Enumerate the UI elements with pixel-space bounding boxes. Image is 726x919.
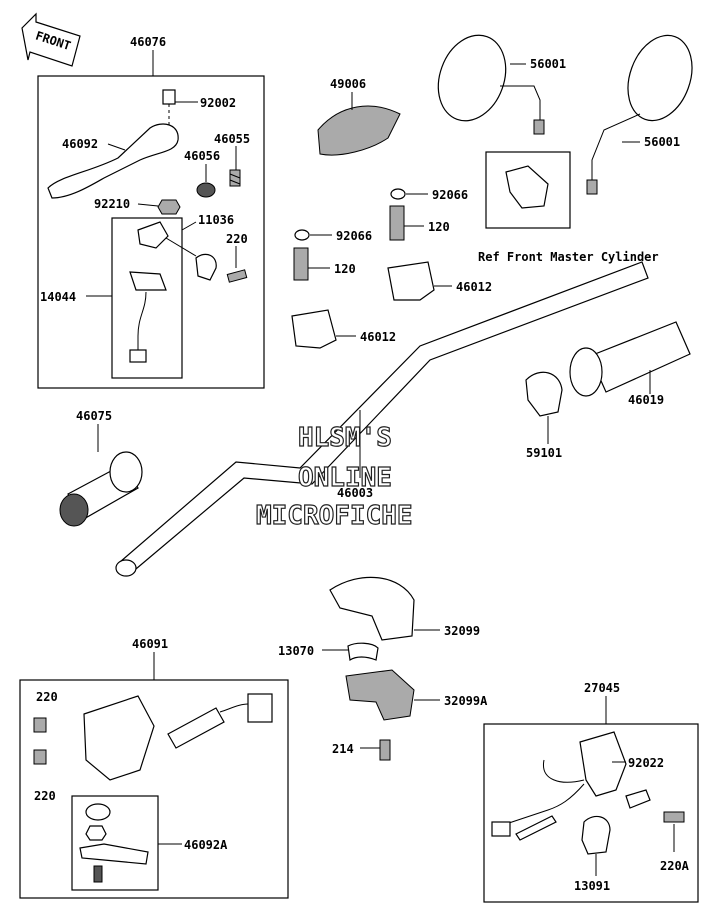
- callout-120-upper: 120: [428, 220, 450, 234]
- switch-nut: [85, 825, 107, 841]
- band-13070: [347, 642, 379, 662]
- washer-92066-lower: [294, 229, 310, 241]
- switch-screw: [93, 865, 103, 883]
- callout-13091: 13091: [574, 879, 610, 893]
- switch-cable: [167, 707, 225, 749]
- clutch-lever-46092: [47, 123, 179, 199]
- mirror-left-56001: [437, 34, 545, 135]
- mirror-right-56001: [586, 34, 693, 195]
- callout-46076: 46076: [130, 35, 166, 49]
- callout-14044: 14044: [40, 290, 76, 304]
- callout-92002: 92002: [200, 96, 236, 110]
- bolt-120-upper: [389, 205, 405, 241]
- front-arrow-badge: FRONT: [21, 12, 81, 67]
- cable-sleeve: [515, 815, 557, 841]
- switch-housing-27045: [579, 731, 627, 797]
- lever-assembly-box: [37, 75, 265, 389]
- screw-220-lower-left: [33, 749, 47, 765]
- callout-46012-lower: 46012: [360, 330, 396, 344]
- switch-collar: [85, 803, 111, 821]
- callout-92022: 92022: [628, 756, 664, 770]
- holder-46012-upper: [387, 261, 435, 301]
- handlebar-46003: [119, 261, 649, 575]
- callout-46055: 46055: [214, 132, 250, 146]
- watermark-line3: MICROFICHE: [256, 501, 413, 531]
- callout-11036: 11036: [198, 213, 234, 227]
- ref-master-cylinder-box: [485, 151, 571, 229]
- watermark-line1: HLSM'S: [298, 423, 392, 453]
- callout-13070: 13070: [278, 644, 314, 658]
- nut-92210: [157, 199, 181, 215]
- callout-46091: 46091: [132, 637, 168, 651]
- callout-56001-right: 56001: [644, 135, 680, 149]
- callout-46019: 46019: [628, 393, 664, 407]
- callout-46003: 46003: [337, 486, 373, 500]
- grip-46075: [59, 451, 143, 527]
- collar-13091: [581, 815, 611, 855]
- callout-59101: 59101: [526, 446, 562, 460]
- callout-46092A: 46092A: [184, 838, 228, 852]
- holder-46012-lower: [291, 309, 337, 349]
- switch-body: [137, 221, 169, 249]
- cover-32099A: [345, 669, 415, 721]
- callout-46012-upper: 46012: [456, 280, 492, 294]
- callout-92066-upper: 92066: [432, 188, 468, 202]
- screw-214: [379, 739, 391, 761]
- callout-120-lower: 120: [334, 262, 356, 276]
- throttle-grip-46019: [569, 321, 691, 397]
- watermark-line2: ONLINE: [298, 463, 392, 493]
- callout-46075: 46075: [76, 409, 112, 423]
- callout-32099A: 32099A: [444, 694, 488, 708]
- callout-92210: 92210: [94, 197, 130, 211]
- switch-lever-46092A: [79, 843, 149, 865]
- callout-214: 214: [332, 742, 354, 756]
- callout-46056: 46056: [184, 149, 220, 163]
- callout-220-lower-left: 220: [34, 789, 56, 803]
- housing-59101: [525, 371, 563, 417]
- bolt-120-lower: [293, 247, 309, 281]
- ref-note: Ref Front Master Cylinder: [478, 250, 659, 264]
- callout-46092: 46092: [62, 137, 98, 151]
- cover-49006: [317, 105, 401, 156]
- switch-wiring: [499, 759, 585, 827]
- switch-subassembly-box: [111, 217, 183, 379]
- switch-harness-14044: [129, 271, 167, 363]
- nut-46056: [196, 182, 216, 198]
- switch-connector: [247, 693, 273, 723]
- washer-92066-upper: [390, 188, 406, 200]
- callout-32099: 32099: [444, 624, 480, 638]
- switch-lever-box: [71, 795, 159, 891]
- screw-220-upper-left: [33, 717, 47, 733]
- callout-56001-left: 56001: [530, 57, 566, 71]
- callout-220A: 220A: [660, 859, 690, 873]
- callout-92066-lower: 92066: [336, 229, 372, 243]
- switch-housing-46091: [83, 695, 155, 781]
- right-switch-box: [483, 723, 699, 903]
- switch-wiring-plug: [491, 821, 511, 837]
- callout-49006: 49006: [330, 77, 366, 91]
- clamp-11036: [195, 253, 217, 281]
- callout-220-top: 220: [226, 232, 248, 246]
- callout-220-upper-left: 220: [36, 690, 58, 704]
- master-cylinder-bracket: [505, 165, 549, 209]
- adjuster-46055: [229, 169, 241, 187]
- clip-92022: [625, 789, 651, 809]
- screw-220A: [663, 811, 685, 823]
- cover-32099: [329, 576, 415, 641]
- callout-27045: 27045: [584, 681, 620, 695]
- screw-220-top: [226, 269, 248, 283]
